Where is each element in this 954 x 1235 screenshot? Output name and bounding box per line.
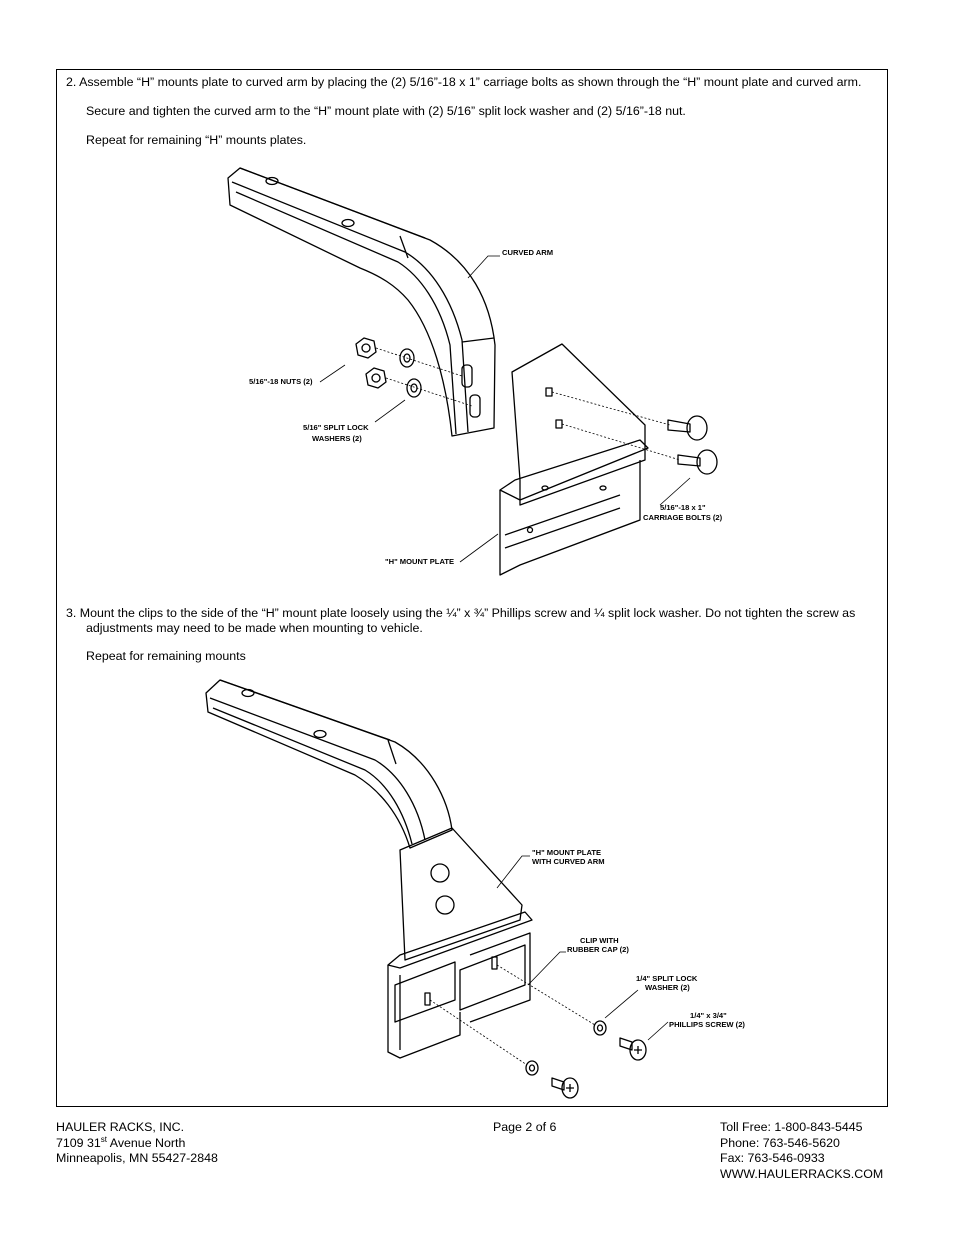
split-lock-washer-icon bbox=[399, 348, 422, 398]
assembled-arm-drawing bbox=[205, 679, 453, 849]
washers-label-line1: 5/16" SPLIT LOCK bbox=[303, 423, 369, 432]
step3-instruction-cont: adjustments may need to be made when mou… bbox=[86, 621, 423, 635]
company-name: HAULER RACKS, INC. bbox=[56, 1120, 185, 1134]
content-frame bbox=[56, 69, 888, 1107]
washer-label-line1: 1/4" SPLIT LOCK bbox=[636, 974, 698, 983]
website-link[interactable]: WWW.HAULERRACKS.COM bbox=[720, 1166, 884, 1181]
h-mount-plate-curved-arm-label-line2: WITH CURVED ARM bbox=[532, 857, 605, 866]
h-mount-plate-drawing bbox=[499, 343, 649, 576]
washer-label-line2: WASHER (2) bbox=[645, 983, 690, 992]
split-lock-washer-icon bbox=[525, 1020, 607, 1076]
h-mount-plate-label: "H" MOUNT PLATE bbox=[385, 557, 454, 566]
phillips-screw-icon bbox=[551, 1037, 647, 1099]
street-address: 7109 31st Avenue North bbox=[56, 1134, 186, 1150]
footer-contact: Toll Free: 1-800-843-5445 Phone: 763-546… bbox=[720, 1120, 883, 1182]
assembled-plate-drawing bbox=[387, 827, 533, 1059]
nut-icon bbox=[355, 337, 387, 389]
footer-address: HAULER RACKS, INC. 7109 31st Avenue Nort… bbox=[56, 1120, 218, 1167]
bolts-label-line2: CARRIAGE BOLTS (2) bbox=[643, 513, 723, 522]
page-number: Page 2 of 6 bbox=[493, 1120, 557, 1134]
fax: Fax: 763-546-0933 bbox=[720, 1151, 825, 1165]
phone: Phone: 763-546-5620 bbox=[720, 1135, 840, 1150]
carriage-bolt-icon bbox=[667, 415, 718, 475]
clip-label-line1: CLIP WITH bbox=[580, 936, 619, 945]
nuts-label: 5/16"-18 NUTS (2) bbox=[249, 377, 313, 386]
toll-free: Toll Free: 1-800-843-5445 bbox=[720, 1120, 863, 1134]
curved-arm-drawing bbox=[227, 167, 496, 437]
screw-label-line1: 1/4" x 3/4" bbox=[690, 1011, 727, 1020]
screw-label-line2: PHILLIPS SCREW (2) bbox=[669, 1020, 745, 1029]
clip-label-line2: RUBBER CAP (2) bbox=[567, 945, 629, 954]
city-line: Minneapolis, MN 55427-2848 bbox=[56, 1151, 218, 1165]
step3-instruction: 3. Mount the clips to the side of the “H… bbox=[66, 606, 856, 620]
curved-arm-label: CURVED ARM bbox=[502, 248, 553, 257]
step2-secure-text: Secure and tighten the curved arm to the… bbox=[86, 104, 686, 118]
step3-repeat-text: Repeat for remaining mounts bbox=[86, 649, 246, 663]
h-mount-plate-curved-arm-label-line1: "H" MOUNT PLATE bbox=[532, 848, 601, 857]
bolts-label-line1: 5/16"-18 x 1" bbox=[660, 503, 706, 512]
washers-label-line2: WASHERS (2) bbox=[312, 434, 362, 443]
step2-instruction: 2. Assemble “H” mounts plate to curved a… bbox=[66, 75, 862, 89]
step2-repeat-text: Repeat for remaining “H” mounts plates. bbox=[86, 133, 307, 147]
